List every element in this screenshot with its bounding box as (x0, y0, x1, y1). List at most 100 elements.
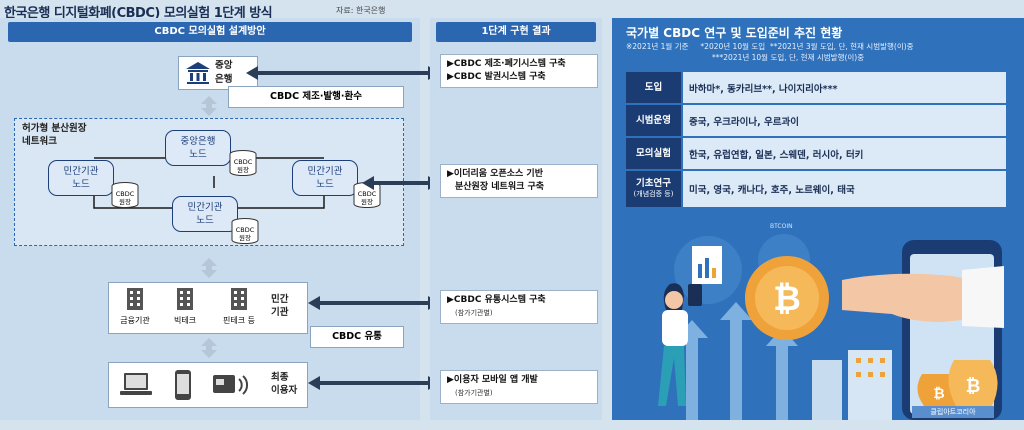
table-row: 도입 바하마*, 동카리브**, 나이지리아*** (626, 72, 1006, 103)
design-header: CBDC 모의실험 설계방안 (8, 22, 412, 42)
ledger-line1: CBDC (235, 226, 255, 234)
result-line: 분산원장 네트워크 구축 (455, 182, 545, 192)
result-note: (참가기관별) (455, 389, 493, 397)
source-note: 자료: 한국은행 (336, 6, 386, 15)
building-icon (127, 288, 143, 310)
institution-fintech: 핀테크 등 (215, 287, 263, 326)
network-label: 허가형 분산원장 네트워크 (22, 123, 87, 147)
central-bank-box: 중앙 은행 (178, 56, 258, 90)
card-payment-icon (213, 375, 249, 395)
result-app: ▶이용자 모바일 앱 개발 (참가기관별) (440, 370, 598, 404)
node-line1: 민간기관 (187, 202, 223, 213)
row-value: 바하마*, 동카리브**, 나이지리아*** (683, 72, 1006, 103)
status-note-2: ***2021년 10월 도입, 단, 현재 시범발행(이)중 (712, 53, 865, 62)
ledger-line1: CBDC (233, 158, 253, 166)
ledger-line1: CBDC (115, 190, 135, 198)
row-key-label: 기초연구 (636, 178, 671, 189)
growth-arrow-icon (766, 328, 798, 420)
result-line: ▶CBDC 제조·폐기시스템 구축 (447, 59, 566, 69)
ledger-line2: 원장 (239, 234, 251, 242)
institutions-box: 금융기관 빅테크 핀테크 등 민간 기관 (108, 282, 308, 334)
central-bank-node: 중앙은행 노드 (165, 130, 231, 166)
result-line: ▶이더리움 오픈소스 기반 (447, 169, 543, 179)
central-bank-role: CBDC 제조·발행·환수 (228, 86, 404, 108)
circulation-box: CBDC 유통 (310, 326, 404, 348)
row-key: 도입 (626, 72, 681, 103)
hand-icon (842, 273, 984, 322)
money-bag-icon (948, 360, 998, 406)
updown-arrow-icon (201, 96, 217, 116)
table-row: 시범운영 중국, 우크라이나, 우르과이 (626, 105, 1006, 136)
result-minting: ▶CBDC 제조·폐기시스템 구축 ▶CBDC 발권시스템 구축 (440, 54, 598, 88)
building-icon (812, 360, 842, 420)
row-value: 중국, 우크라이나, 우르과이 (683, 105, 1006, 136)
node-line2: 노드 (196, 215, 214, 226)
institution-label: 빅테크 (173, 316, 197, 325)
result-line: ▶CBDC 발권시스템 구축 (447, 72, 546, 82)
node-line1: 민간기관 (63, 166, 99, 177)
result-network: ▶이더리움 오픈소스 기반 분산원장 네트워크 구축 (440, 164, 598, 198)
institution-label: 핀테크 등 (223, 316, 255, 325)
person-body (662, 310, 688, 346)
institution-bigtech: 빅테크 (165, 287, 205, 326)
result-circulation: ▶CBDC 유통시스템 구축 (참가기관별) (440, 290, 598, 324)
growth-arrow-icon (676, 320, 708, 420)
central-bank-label: 중앙 은행 (215, 60, 233, 85)
result-line: ▶CBDC 유통시스템 구축 (447, 295, 546, 305)
node-line2: 노드 (72, 179, 90, 190)
sleeve (962, 266, 1004, 328)
country-status-title: 국가별 CBDC 연구 및 도입준비 추진 현황 (626, 26, 843, 40)
private-node-right: 민간기관 노드 (292, 160, 358, 196)
institution-label: 금융기관 (120, 316, 150, 325)
result-line: ▶이용자 모바일 앱 개발 (447, 375, 538, 385)
double-arrow-icon (308, 296, 440, 310)
result-note: (참가기관별) (455, 309, 493, 317)
node-line2: 노드 (316, 179, 334, 190)
private-label: 민간 기관 (271, 294, 289, 318)
ledger-line1: CBDC (357, 190, 377, 198)
ledger-line2: 원장 (237, 166, 249, 174)
institution-financial: 금융기관 (115, 287, 155, 326)
table-row: 기초연구(개념검증 등) 미국, 영국, 캐나다, 호주, 노르웨이, 태국 (626, 171, 1006, 207)
ledger-line2: 원장 (119, 198, 131, 206)
coin-inner (755, 266, 819, 330)
status-note-1: ※2021년 1월 기준 *2020년 10월 도입 **2021년 3월 도입… (626, 42, 914, 51)
bitcoin-symbol: ₿ (773, 279, 801, 319)
updown-arrow-icon (201, 258, 217, 278)
person-legs (658, 346, 686, 406)
bag-symbol: ₿ (933, 386, 944, 402)
double-arrow-icon (308, 376, 440, 390)
status-table: 도입 바하마*, 동카리브**, 나이지리아*** 시범운영 중국, 우크라이나… (626, 72, 1006, 207)
row-key: 기초연구(개념검증 등) (626, 171, 681, 207)
double-arrow-icon (362, 176, 440, 190)
node-line1: 민간기관 (307, 166, 343, 177)
private-node-left: 민간기관 노드 (48, 160, 114, 196)
page-title: 한국은행 디지털화폐(CBDC) 모의실험 1단계 방식 (4, 6, 273, 21)
person-head (665, 291, 683, 309)
row-key: 시범운영 (626, 105, 681, 136)
coin-text: BTCOIN (770, 223, 793, 230)
updown-arrow-icon (201, 338, 217, 358)
building-icon (177, 288, 193, 310)
row-value: 한국, 유럽연합, 일본, 스웨덴, 러시아, 터키 (683, 138, 1006, 169)
ledger-line2: 원장 (361, 198, 373, 206)
double-arrow-icon (246, 66, 440, 80)
fintech-illustration: ₿ BTCOIN ₿ ₿ (658, 223, 1004, 420)
node-line2: 노드 (189, 149, 207, 160)
row-key-sub: (개념검증 등) (633, 190, 674, 198)
results-header: 1단계 구현 결과 (436, 22, 596, 42)
network-links (93, 157, 325, 209)
table-row: 모의실험 한국, 유럽연합, 일본, 스웨덴, 러시아, 터키 (626, 138, 1006, 169)
building-icon (231, 288, 247, 310)
end-users-box: 최종 이용자 (108, 362, 308, 408)
laptop-icon (120, 373, 152, 395)
bank-icon (186, 62, 210, 84)
image-credit: 클립아트코리아 (912, 406, 994, 418)
private-node-bottom: 민간기관 노드 (172, 196, 238, 232)
